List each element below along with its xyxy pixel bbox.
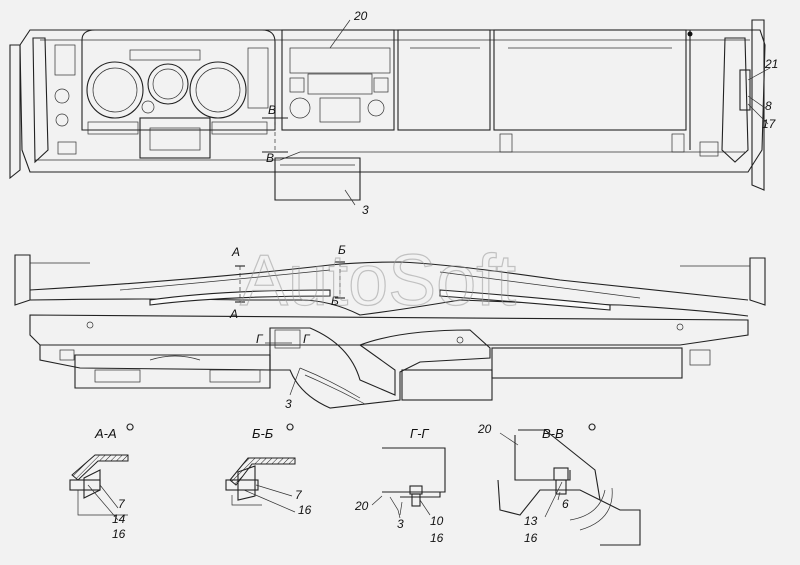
- section-a-a: А-А 7 14 16: [69, 423, 134, 541]
- section-v-v-part-3: 13: [524, 514, 538, 528]
- callout-8: 8: [765, 99, 772, 113]
- section-g-g-part-3: 10: [430, 514, 444, 528]
- section-a-a-part-2: 14: [112, 512, 126, 526]
- cut-mark-g1: Г: [256, 332, 264, 346]
- callout-17: 17: [762, 117, 777, 131]
- section-g-g-title: Г-Г: [410, 426, 429, 441]
- cut-mark-b-lower: Б: [331, 294, 339, 308]
- callout-20-top: 20: [353, 9, 368, 23]
- dashboard-front-view: [9, 19, 771, 206]
- dashboard-top-view: [14, 254, 766, 409]
- cut-mark-g2: Г: [303, 332, 311, 346]
- section-g-g-part-2: 3: [397, 517, 404, 531]
- cut-mark-a-upper: А: [231, 245, 240, 259]
- section-v-v-part-4: 16: [524, 531, 538, 545]
- section-a-a-part-3: 16: [112, 527, 126, 541]
- section-g-g: Г-Г 20 3 10 16: [354, 426, 446, 545]
- section-v-v-part-1: 20: [477, 422, 492, 436]
- cut-mark-v-upper: В: [268, 103, 276, 117]
- callout-21: 21: [764, 57, 778, 71]
- section-b-b: Б-Б 7 16: [225, 423, 312, 517]
- watermark-text: AutoSoft: [240, 241, 516, 321]
- section-a-a-title: А-А: [94, 426, 117, 441]
- section-b-b-part-2: 16: [298, 503, 312, 517]
- section-g-g-part-1: 20: [354, 499, 369, 513]
- section-a-a-part-1: 7: [118, 497, 126, 511]
- cut-mark-v-lower: В: [266, 151, 274, 165]
- section-v-v-title: В-В: [542, 426, 564, 441]
- section-b-b-part-1: 7: [295, 488, 303, 502]
- cut-mark-b-upper: Б: [338, 243, 346, 257]
- section-b-b-title: Б-Б: [252, 426, 274, 441]
- callout-3-mid: 3: [285, 397, 292, 411]
- section-g-g-part-4: 16: [430, 531, 444, 545]
- callout-3-top: 3: [362, 203, 369, 217]
- section-v-v: В-В 20 6 13 16: [477, 422, 641, 546]
- cut-mark-a-lower: А: [229, 307, 238, 321]
- section-v-v-part-2: 6: [562, 497, 569, 511]
